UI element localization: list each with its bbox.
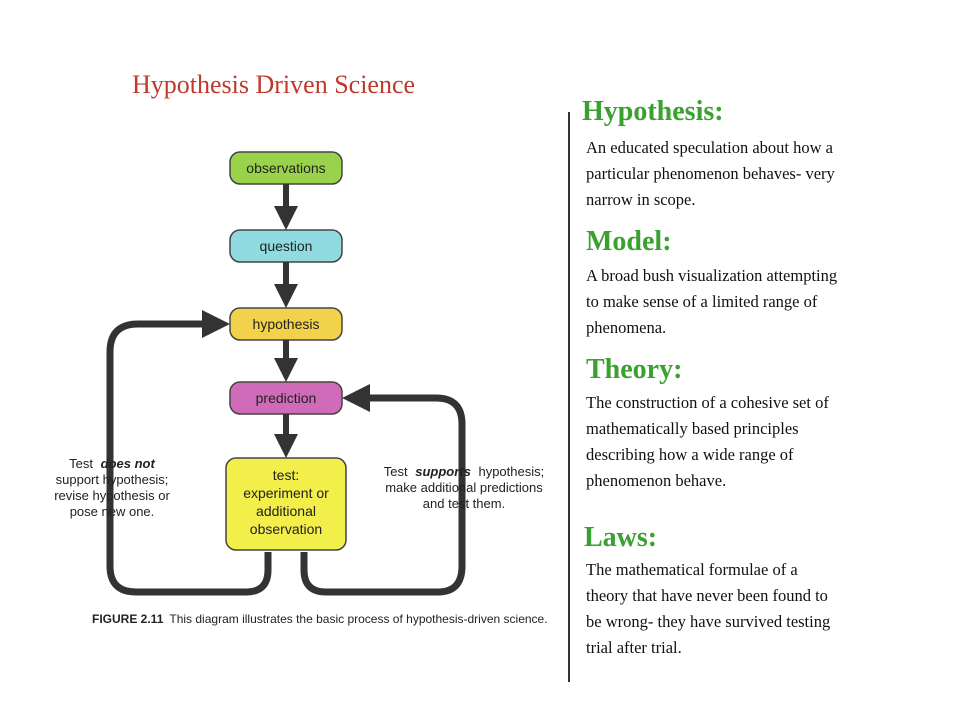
theory-desc-line: mathematically based principles: [586, 419, 799, 438]
left-note-line-4: pose new one.: [70, 504, 155, 519]
test-label-1: test:: [273, 467, 299, 483]
laws-desc-line: The mathematical formulae of a: [586, 560, 798, 579]
laws-desc-line: trial after trial.: [586, 638, 682, 657]
loop-arrow-right: [300, 384, 466, 596]
model-desc-line: phenomena.: [586, 318, 667, 337]
model-heading: Model:: [586, 226, 672, 257]
theory-desc-line: The construction of a cohesive set of: [586, 393, 829, 412]
theory-desc-line: describing how a wide range of: [586, 445, 794, 464]
hypothesis-heading: Hypothesis:: [582, 96, 724, 127]
right-note-hypothesis: hypothesis;: [478, 464, 544, 479]
theory-heading: Theory:: [586, 354, 683, 385]
question-label: question: [260, 238, 313, 254]
model-desc-line: A broad bush visualization attempting: [586, 266, 838, 285]
slide-title: Hypothesis Driven Science: [132, 70, 416, 99]
test-label-4: observation: [250, 521, 322, 537]
observations-label: observations: [246, 160, 325, 176]
model-desc-line: to make sense of a limited range of: [586, 292, 818, 311]
hypothesis-desc-line: narrow in scope.: [586, 190, 696, 209]
left-note-line-2: support hypothesis;: [56, 472, 169, 487]
prediction-label: prediction: [256, 390, 317, 406]
right-note-supports: supports: [415, 464, 471, 479]
loop-arrow-left: [106, 310, 272, 596]
left-note: Test does not: [69, 456, 155, 471]
figure-caption-label: FIGURE 2.11: [92, 612, 164, 626]
laws-description: The mathematical formulae of a theory th…: [586, 557, 926, 661]
test-label-2: experiment or: [243, 485, 329, 501]
figure-caption: FIGURE 2.11 This diagram illustrates the …: [92, 610, 552, 628]
left-note-does-not: does not: [101, 456, 156, 471]
model-description: A broad bush visualization attempting to…: [586, 263, 926, 341]
test-label-3: additional: [256, 503, 316, 519]
right-note-line-3: and test them.: [423, 496, 505, 511]
hypothesis-desc-line: particular phenomenon behaves- very: [586, 164, 835, 183]
theory-description: The construction of a cohesive set of ma…: [586, 390, 926, 494]
hypothesis-label: hypothesis: [253, 316, 320, 332]
right-note-test: Test: [384, 464, 408, 479]
theory-desc-line: phenomenon behave.: [586, 471, 727, 490]
laws-desc-line: theory that have never been found to: [586, 586, 828, 605]
left-note-line-3: revise hypothesis or: [54, 488, 170, 503]
hypothesis-description: An educated speculation about how a part…: [586, 135, 926, 213]
hypothesis-desc-line: An educated speculation about how a: [586, 138, 833, 157]
right-note: Test supports hypothesis;: [384, 464, 544, 479]
test-box: [225, 457, 347, 551]
vertical-divider: [568, 112, 570, 682]
laws-heading: Laws:: [584, 522, 658, 553]
hypothesis-flowchart: observations question hypothesis predict…: [54, 151, 544, 596]
laws-desc-line: be wrong- they have survived testing: [586, 612, 831, 631]
left-note-test: Test: [69, 456, 93, 471]
figure-caption-text: This diagram illustrates the basic proce…: [169, 612, 548, 626]
right-note-line-2: make additional predictions: [385, 480, 543, 495]
